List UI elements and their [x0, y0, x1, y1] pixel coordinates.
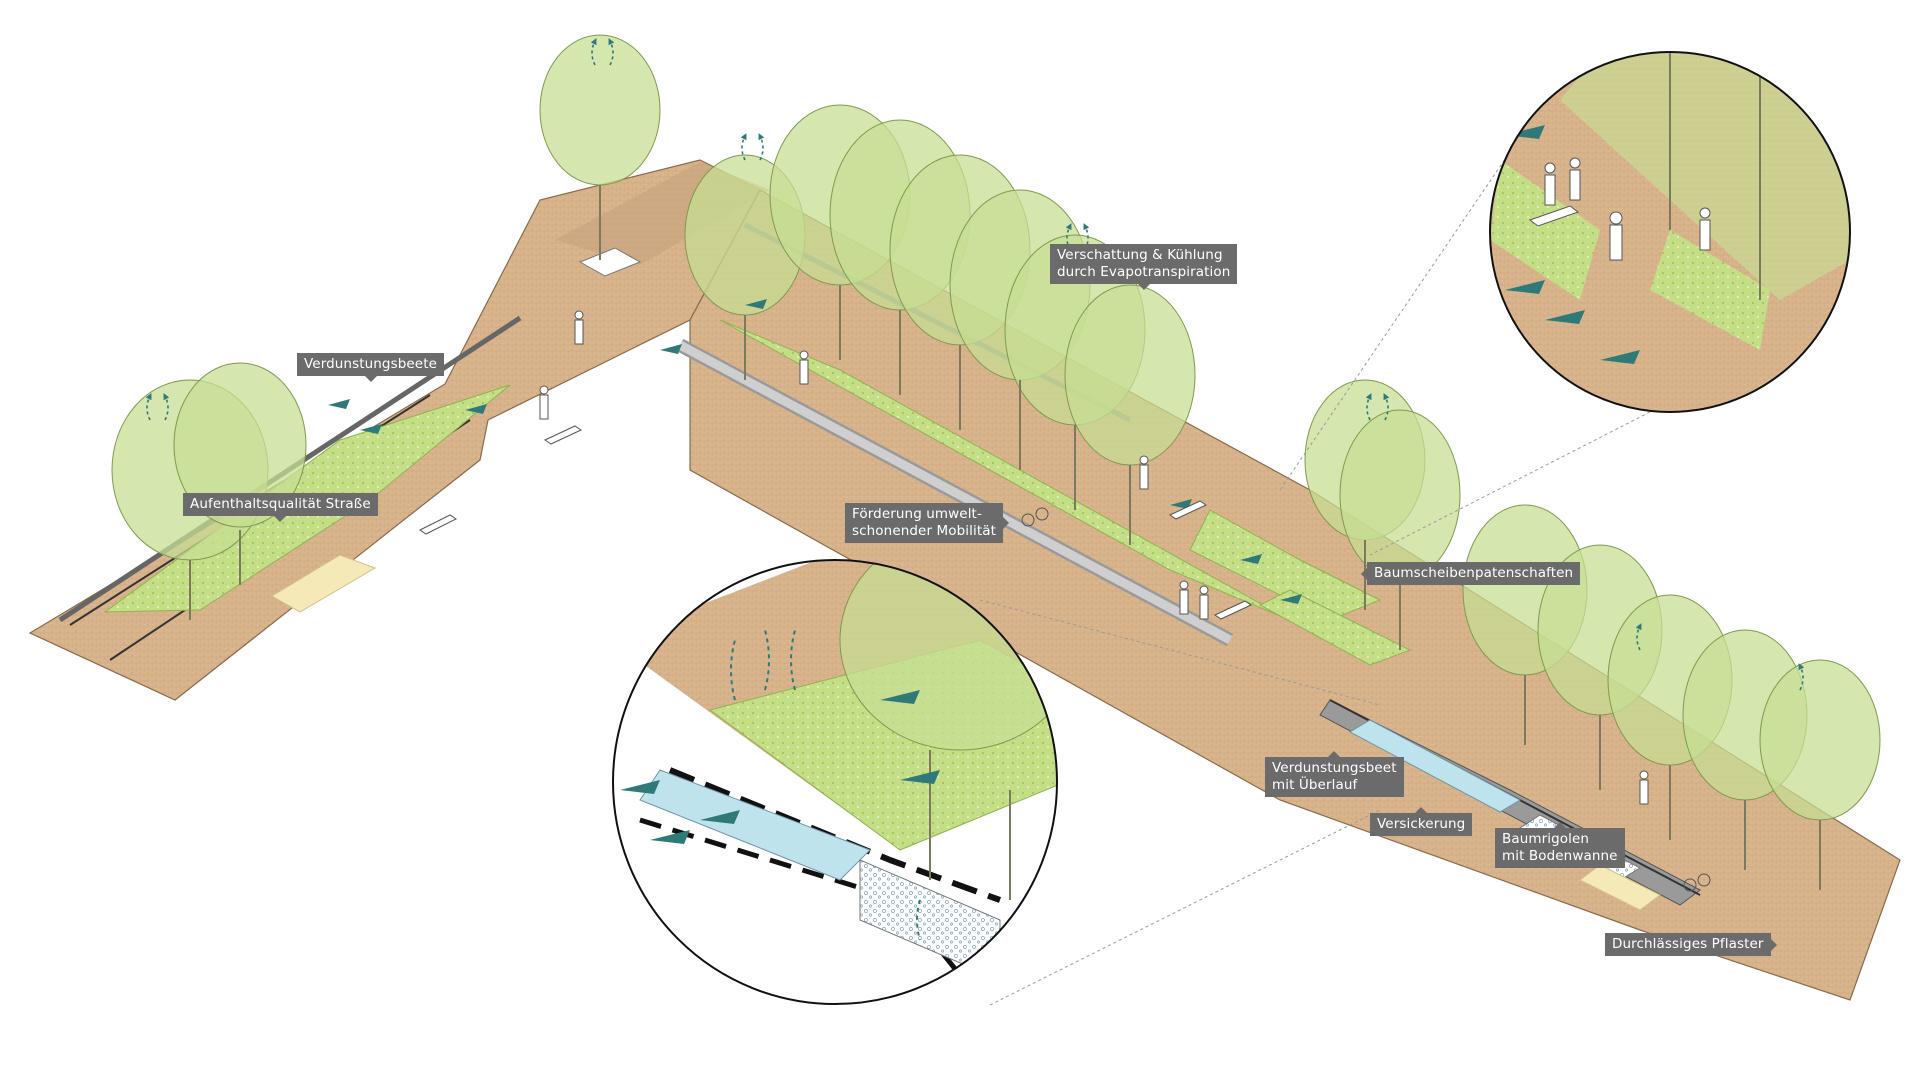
label-pflaster: Durchlässiges Pflaster	[1605, 933, 1777, 956]
label-aufenthaltsqualitaet: Aufenthaltsqualität Straße	[183, 493, 378, 522]
label-verdunstungsbeete: Verdunstungsbeete	[297, 353, 445, 382]
tree-trunks	[189, 185, 1821, 890]
label-baumrigolen: Baumrigolen mit Bodenwanne	[1495, 822, 1625, 868]
flow-arrow-icon	[328, 299, 1302, 604]
label-verschattung: Verschattung & Kühlung durch Evapotransp…	[1050, 244, 1238, 290]
detail-circle-bottom	[612, 559, 1381, 1006]
label-verdunstungsbeet-ueberlauf: Verdunstungsbeet mit Überlauf	[1265, 751, 1404, 797]
people	[539, 310, 1649, 805]
bicycle-icon	[1021, 507, 1711, 892]
bench-icon	[419, 425, 1253, 620]
detail-circle-top	[1279, 51, 1851, 556]
label-baumscheiben: Baumscheibenpatenschaften	[1360, 562, 1581, 585]
label-foerderung: Förderung umwelt- schonender Mobilität	[845, 503, 1009, 543]
label-versickerung: Versickerung	[1370, 807, 1473, 836]
